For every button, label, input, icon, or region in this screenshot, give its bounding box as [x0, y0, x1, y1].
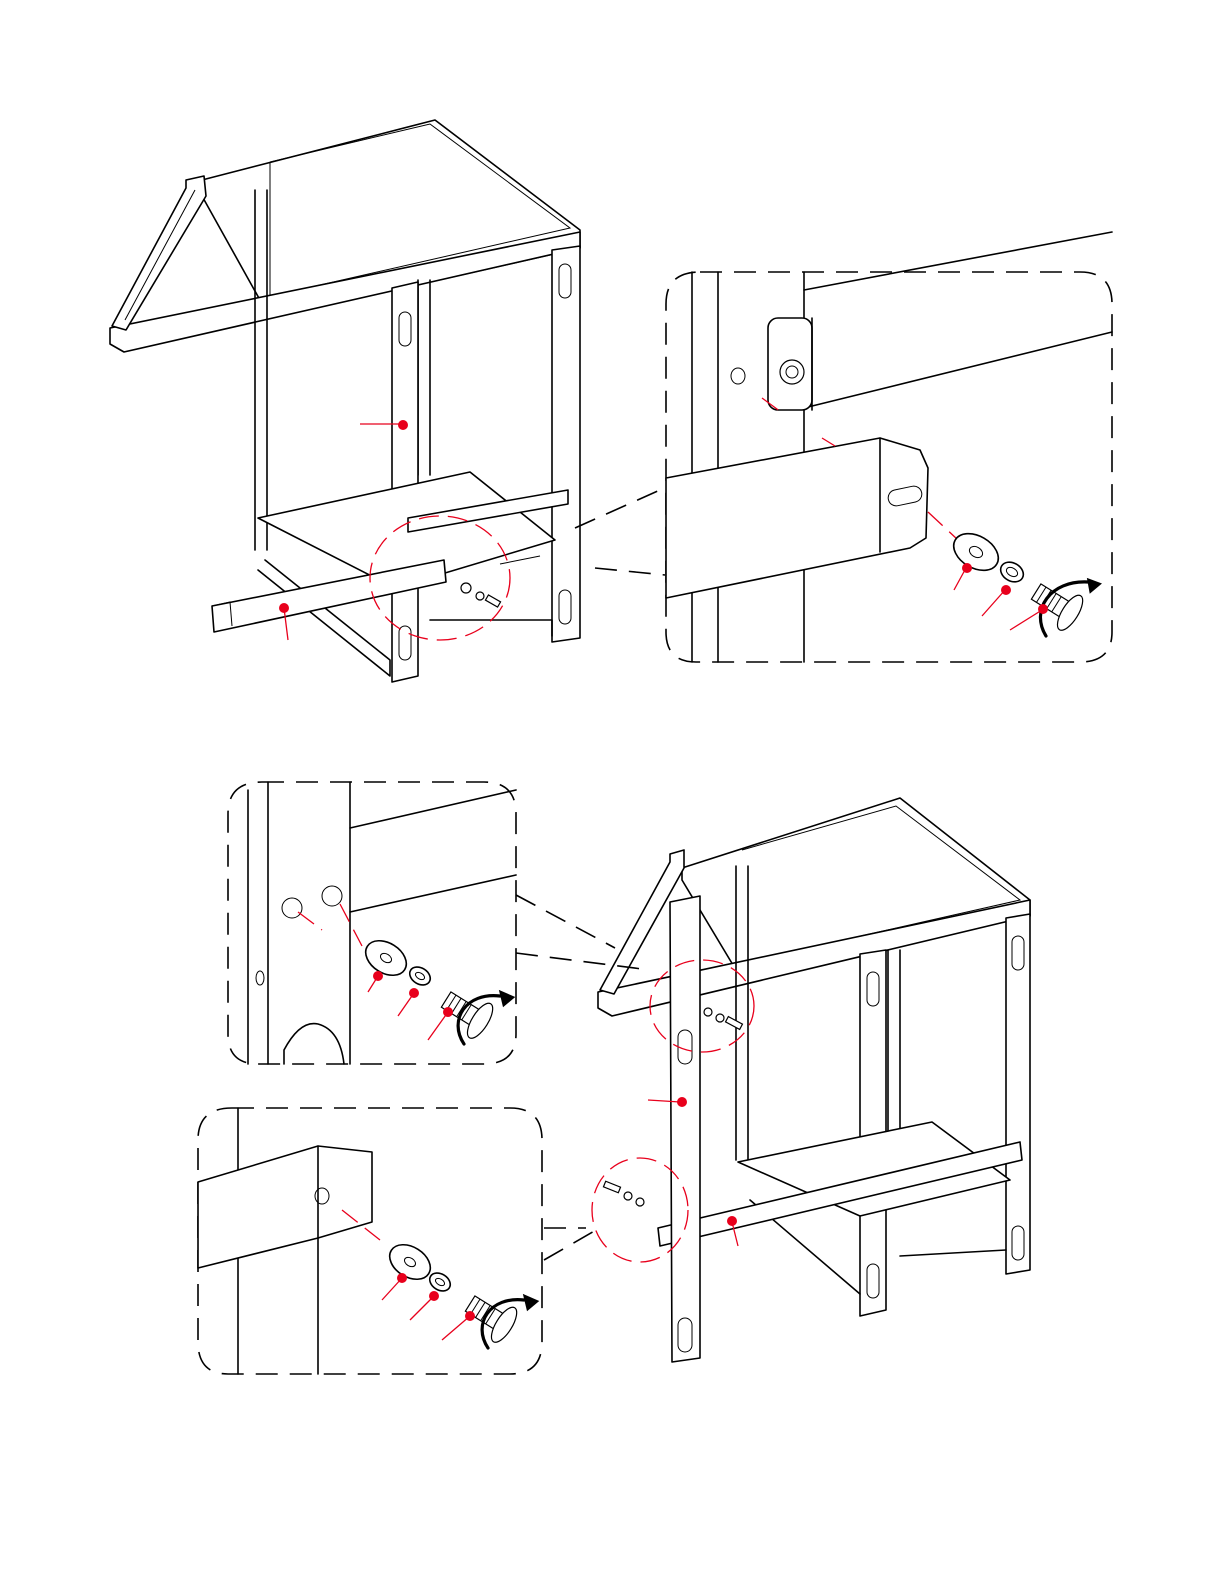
lower-detail-inset-top [228, 782, 516, 1064]
callout-dot-icon [727, 1216, 737, 1226]
installed-bolt-head [780, 360, 804, 384]
lower-frame [592, 798, 1030, 1362]
callout-dot-icon [398, 420, 408, 430]
lower-detail-inset-bottom [198, 1108, 542, 1374]
upper-detail-inset [666, 232, 1112, 662]
washer [947, 526, 1005, 578]
upper-small-bolt [485, 595, 500, 607]
upper-side-brace [112, 176, 206, 330]
upper-projection [575, 490, 665, 575]
upper-front-left-leg [392, 282, 418, 682]
upper-frame [110, 120, 580, 682]
callout-dot-icon [443, 1007, 453, 1017]
detail-crossbar [666, 438, 928, 598]
callout-dot-icon [465, 1311, 475, 1321]
lock-washer [997, 558, 1027, 586]
callout-dot-icon [677, 1097, 687, 1107]
lower-right-leg [1006, 914, 1030, 1274]
upper-front-right-leg [552, 246, 580, 642]
lower-new-side-leg [670, 896, 700, 1362]
callout-dot-icon [397, 1273, 407, 1283]
upper-small-lockwasher [476, 592, 484, 600]
callout-dot-icon [1038, 604, 1048, 614]
upper-small-washer [461, 583, 471, 593]
detail-bottom-crossbar [198, 1146, 372, 1268]
callout-dot-icon [279, 603, 289, 613]
callout-dot-icon [1001, 585, 1011, 595]
callout-dot-icon [962, 563, 972, 573]
callout-dot-icon [409, 988, 419, 998]
callout-dot-icon [373, 971, 383, 981]
callout-dot-icon [429, 1291, 439, 1301]
